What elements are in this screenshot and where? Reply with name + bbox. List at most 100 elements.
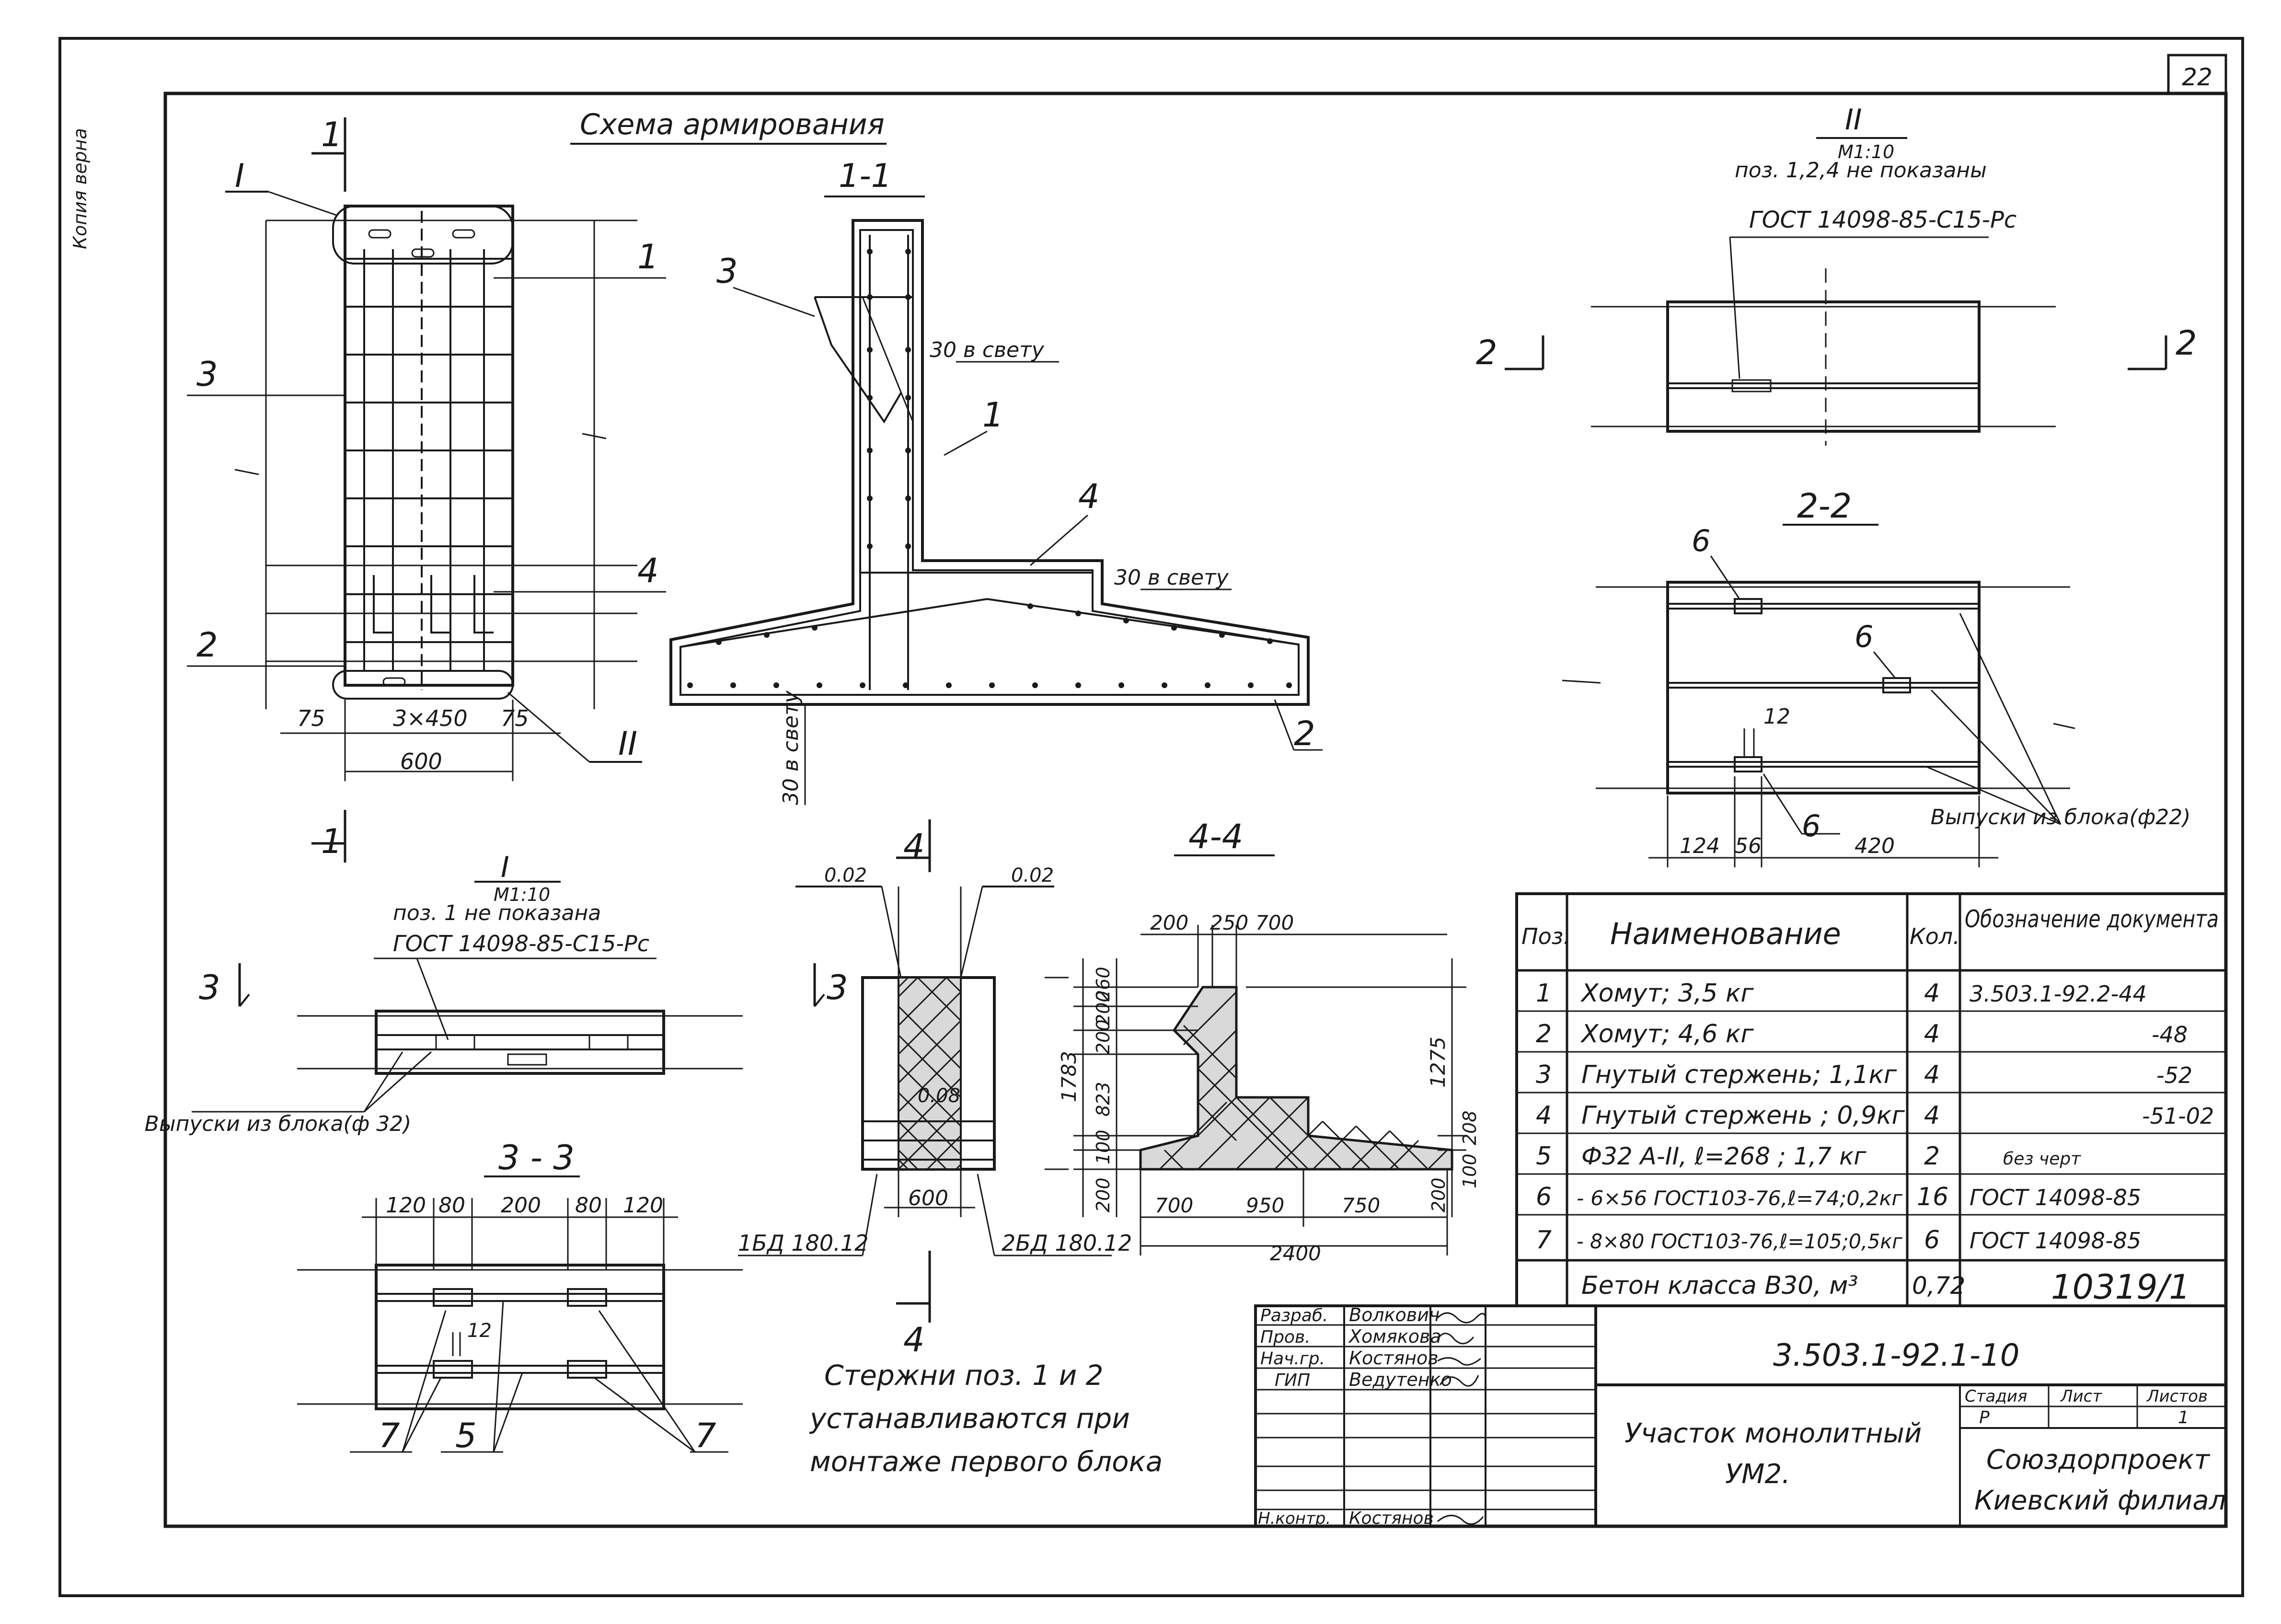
- dim-label: 80: [438, 1193, 465, 1218]
- dim-label: 80: [575, 1193, 602, 1218]
- dim-label: 1783: [1057, 1051, 1081, 1102]
- role-label: Нач.гр.: [1260, 1349, 1325, 1369]
- spec-rows: 1 Хомут; 3,5 кг 4 3.503.1-92.2-44 2 Хому…: [1536, 979, 2214, 1300]
- spec-cell: Ф32 А-II, ℓ=268 ; 1,7 кг: [1581, 1142, 1866, 1170]
- section-4-cut-label: 4: [903, 1320, 925, 1359]
- callout-I-label: I: [235, 157, 244, 195]
- spec-cell: Бетон класса В30, м³: [1581, 1271, 1858, 1300]
- detail-I-cut-label: 3: [199, 968, 220, 1007]
- spec-cell: 6: [1924, 1226, 1940, 1255]
- plan-view: [234, 205, 637, 709]
- spec-cell: 6: [1536, 1183, 1552, 1211]
- spec-cell: 4: [1924, 979, 1940, 1008]
- dim-label: 2400: [1270, 1242, 1321, 1265]
- dim-label: 120: [386, 1193, 426, 1218]
- dim-label: 100: [1093, 1129, 1114, 1164]
- dim-label: 700: [1155, 1194, 1193, 1217]
- pos-label: 6: [1855, 619, 1873, 654]
- pos-label: 1: [637, 237, 659, 276]
- detail-II-title: II: [1845, 103, 1862, 137]
- plan-cut-label-bottom: 1: [321, 822, 343, 861]
- dim-label: 208: [1459, 1110, 1480, 1145]
- person-name: Хомякова: [1348, 1326, 1441, 1347]
- spec-cell: 16: [1917, 1183, 1948, 1211]
- spec-cell: без черт: [2003, 1149, 2081, 1169]
- spec-header: Поз.: [1521, 923, 1570, 949]
- dim-label: 823: [1093, 1082, 1114, 1117]
- spec-cell: 0,72: [1912, 1272, 1965, 1300]
- section-1-1-note: 30 в свету: [1114, 565, 1229, 590]
- dim-label: 75: [297, 705, 325, 731]
- spec-header: Обозначение документа: [1965, 905, 2219, 933]
- plan-dimensions: [280, 700, 561, 781]
- sheets-header: Листов: [2146, 1387, 2208, 1406]
- signatures: [1437, 1312, 1486, 1525]
- section-2-2-drawing: [1562, 581, 2075, 867]
- section-4-4-title: 4-4: [1188, 817, 1243, 856]
- spec-cell: 2: [1536, 1020, 1552, 1048]
- dim-label: 3×450: [393, 705, 468, 731]
- spec-cell: 3.503.1-92.2-44: [1970, 981, 2147, 1007]
- page-number-box: [2167, 54, 2227, 95]
- dim-label: 100: [1459, 1153, 1480, 1188]
- spec-cell: 5: [1536, 1142, 1552, 1171]
- spec-cell: - 6×56 ГОСТ103-76,ℓ=74;0,2кг: [1577, 1186, 1903, 1210]
- section-1-1-title: 1-1: [839, 157, 892, 195]
- dim-label: 200: [1150, 911, 1188, 934]
- dim-label: 56: [1735, 834, 1762, 858]
- pos-label: 4: [637, 551, 659, 590]
- section-4-4-drawing: [1045, 925, 1466, 1255]
- detail-II-scale: М1:10: [1838, 141, 1894, 162]
- spec-cell: 4: [1924, 1060, 1940, 1089]
- install-note-line: монтаже первого блока: [810, 1445, 1163, 1478]
- section-4-front-drawing: [738, 819, 1112, 1323]
- block-label: 2БД 180.12: [1002, 1230, 1132, 1256]
- inner-frame: [163, 92, 2228, 1528]
- pos-label: 6: [1692, 523, 1710, 558]
- dim-label: 124: [1680, 834, 1720, 858]
- spec-cell: Гнутый стержень ; 0,9кг: [1581, 1101, 1905, 1130]
- level-mark: 0.02: [824, 864, 867, 887]
- detail-I-gost: ГОСТ 14098-85-С15-Рс: [393, 931, 649, 956]
- section-1-1-bars: [687, 249, 1292, 688]
- dim-label: 200: [1428, 1177, 1449, 1212]
- dim-label: 200: [1093, 991, 1114, 1025]
- object-title: Участок монолитный: [1624, 1418, 1922, 1449]
- spec-cell: 1: [1536, 979, 1552, 1008]
- dim-label: 200: [1093, 1019, 1114, 1054]
- side-note: Копия верна: [69, 128, 91, 249]
- spec-cell: 4: [1536, 1101, 1552, 1130]
- dim-label: 250: [1210, 911, 1248, 934]
- sheet-title: Схема армирования: [580, 108, 885, 141]
- spec-cell: 4: [1924, 1101, 1940, 1130]
- dim-label: 700: [1256, 911, 1294, 934]
- spec-cell: Гнутый стержень; 1,1кг: [1581, 1060, 1897, 1089]
- callout-II-label: II: [618, 725, 637, 763]
- dim-label: 200: [1093, 1177, 1114, 1212]
- title-block-grid: [1254, 1304, 2227, 1528]
- pos-label: 2: [1294, 714, 1315, 753]
- detail-II-gost: ГОСТ 14098-85-С15-Рс: [1749, 207, 2016, 233]
- section-4-cut-label: 4: [903, 827, 925, 866]
- outlet-note: Выпуски из блока(ф22): [1931, 805, 2191, 829]
- dim-label: 950: [1246, 1194, 1284, 1217]
- person-name: Ведутенко: [1349, 1369, 1452, 1390]
- pos-label: 6: [1802, 808, 1820, 843]
- plan-cut-marks: [311, 117, 346, 863]
- detail-I-title: I: [501, 851, 509, 884]
- page-number: 22: [2182, 63, 2212, 91]
- detail-II-cut-label: 2: [1476, 333, 1498, 372]
- pos-label: 2: [196, 625, 218, 665]
- pos-label: 1: [982, 395, 1004, 435]
- role-label: Пров.: [1260, 1327, 1311, 1347]
- outer-border: [58, 37, 2244, 1597]
- pos-label: 5: [455, 1416, 477, 1455]
- spec-cell: -52: [2156, 1062, 2192, 1088]
- dim-label: 260: [1093, 967, 1114, 1002]
- section-1-1-note: 30 в свету: [930, 338, 1045, 362]
- dim-label: 12: [1763, 704, 1790, 729]
- spec-cell: - 8×80 ГОСТ103-76,ℓ=105;0,5кг: [1577, 1230, 1903, 1253]
- block-label: 1БД 180.12: [738, 1230, 868, 1256]
- install-note-line: Стержни поз. 1 и 2: [824, 1359, 1104, 1392]
